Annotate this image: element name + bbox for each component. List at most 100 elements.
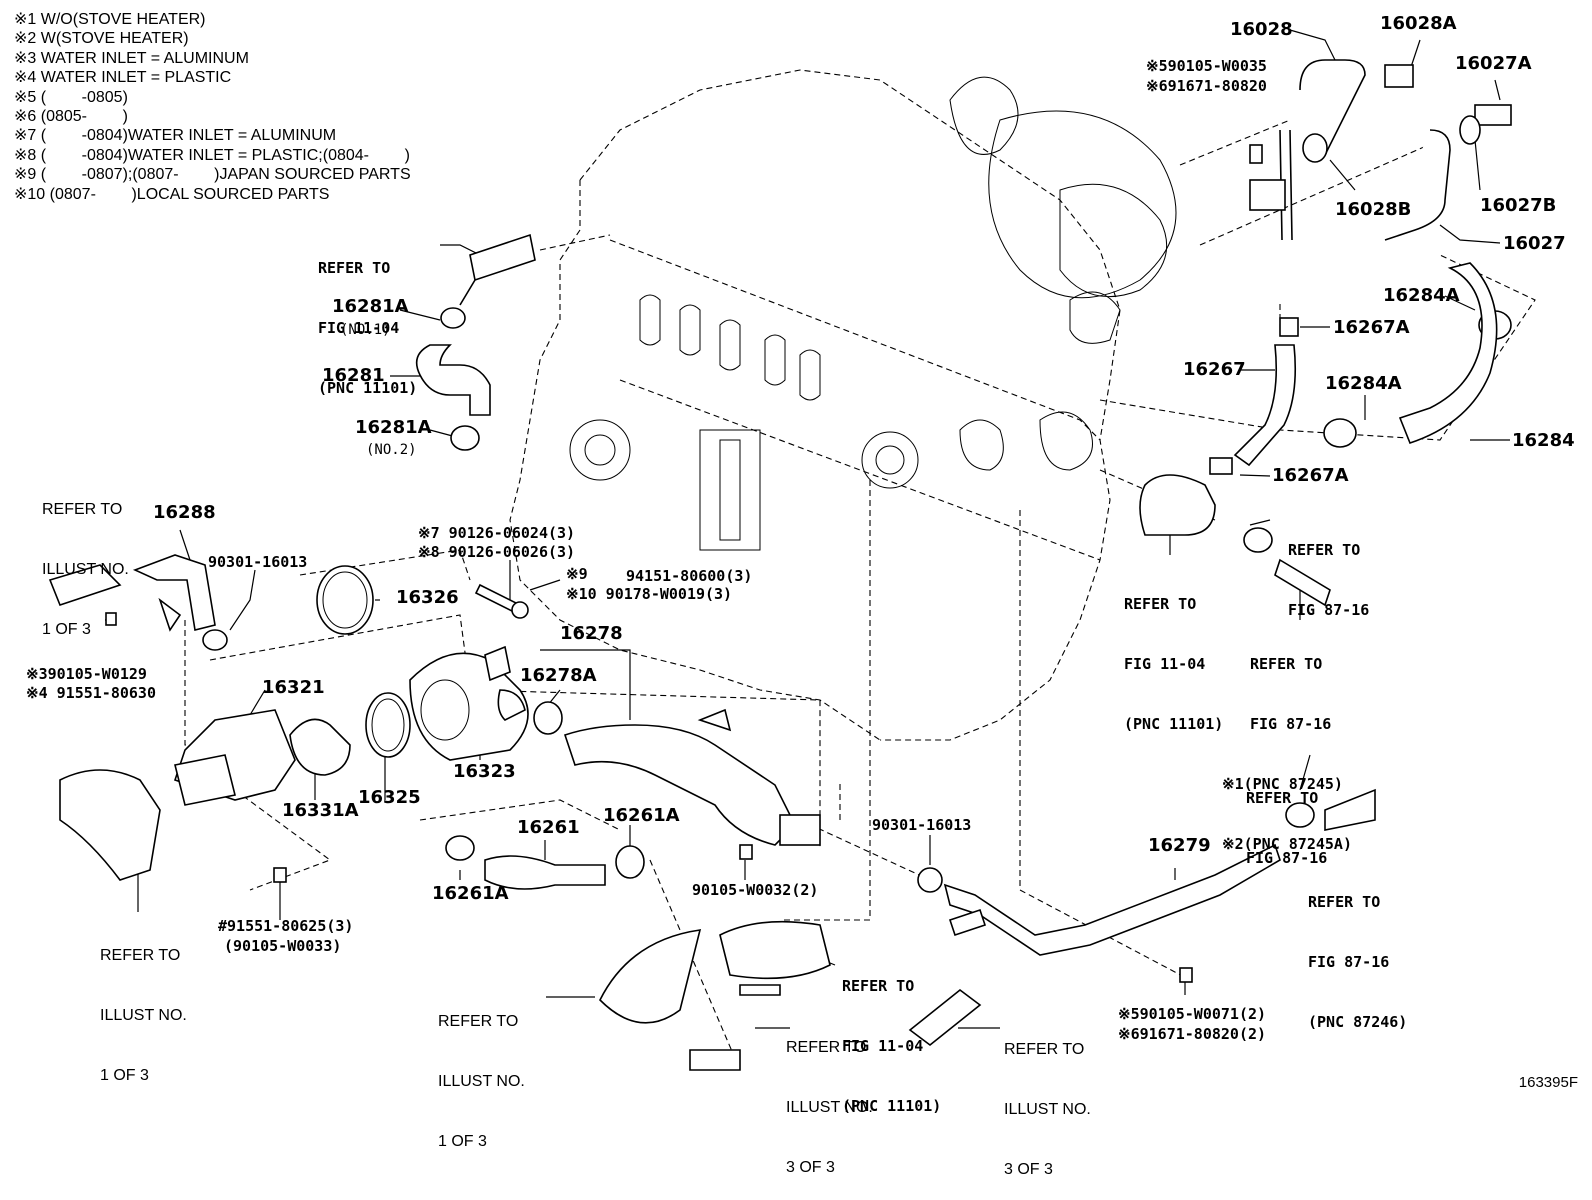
parts: [48, 59, 1512, 1071]
part-label-16288[interactable]: 16288: [153, 502, 216, 523]
part-label-16281a-no2[interactable]: 16281A: [355, 417, 432, 438]
code-90105-w0033[interactable]: (90105-W0033): [224, 937, 342, 955]
code-90301-16013-bottom[interactable]: 90301-16013: [872, 816, 972, 834]
refer-line: FIG 87-16: [1308, 953, 1390, 971]
refer-line: REFER TO: [842, 977, 915, 995]
refer-fig-11-04-top[interactable]: REFER TO FIG 11-04 (PNC 11101): [318, 218, 417, 418]
footnote-legend: ※1 W/O(STOVE HEATER) ※2 W(STOVE HEATER) …: [14, 10, 411, 204]
code-90105-w0035[interactable]: ※590105-W0035: [1146, 57, 1267, 75]
figure-id: 163395F: [1518, 1074, 1578, 1091]
dashed-leaders: [184, 119, 1536, 1071]
note-2: ※2 W(STOVE HEATER): [14, 30, 189, 48]
refer-line: FIG 87-16: [1288, 601, 1370, 619]
refer-line: ILLUST NO.: [438, 1073, 525, 1090]
pipe-16028: [1299, 59, 1366, 156]
note-7: ※7 ( -0804)WATER INLET = ALUMINUM: [14, 127, 337, 145]
part-label-16267a-top[interactable]: 16267A: [1333, 317, 1410, 338]
refer-fig-11-04-right[interactable]: REFER TO FIG 11-04 (PNC 11101): [1124, 554, 1223, 754]
refer-line: 1 OF 3: [438, 1133, 487, 1150]
code-91551-80625[interactable]: #91551-80625(3): [218, 917, 354, 935]
union-16028a: [1384, 64, 1414, 88]
refer-fig-87-16-b[interactable]: REFER TO FIG 87-16 ※1(PNC 87245) ※2(PNC …: [1222, 614, 1352, 874]
note-6: ※6 (0805- ): [14, 108, 128, 126]
code-91671-80820[interactable]: ※691671-80820: [1146, 77, 1267, 95]
note-8: ※8 ( -0804)WATER INLET = PLASTIC;(0804- …: [14, 146, 410, 164]
part-label-16281a-no1[interactable]: 16281A: [332, 296, 409, 317]
refer-line: REFER TO: [42, 501, 123, 518]
refer-line: REFER TO: [438, 1013, 519, 1030]
code-91551-80630[interactable]: ※4 91551-80630: [26, 684, 156, 702]
part-label-16261[interactable]: 16261: [517, 817, 580, 838]
refer-line: FIG 11-04: [318, 319, 400, 337]
code-90178-w0019[interactable]: ※10 90178-W0019(3): [566, 585, 733, 603]
refer-line: FIG 11-04: [842, 1037, 924, 1055]
part-label-16281a-no2-sub: (NO.2): [366, 442, 417, 458]
code-90105-w0129[interactable]: ※390105-W0129: [26, 665, 147, 683]
refer-line: REFER TO: [1124, 595, 1197, 613]
pipe-16027: [1384, 129, 1451, 241]
part-label-16261a-right[interactable]: 16261A: [603, 805, 680, 826]
refer-line: FIG 11-04: [1124, 655, 1206, 673]
refer-line: 3 OF 3: [1004, 1161, 1053, 1178]
engine-cooling-parts-diagram: [48, 29, 1536, 1071]
refer-line: ILLUST NO.: [100, 1007, 187, 1024]
refer-line: ILLUST NO.: [1004, 1101, 1091, 1118]
refer-line: FIG 87-16: [1250, 715, 1332, 733]
refer-illust-bottom-center[interactable]: REFER TO ILLUST NO. 1 OF 3: [438, 972, 525, 1172]
note-4: ※4 WATER INLET = PLASTIC: [14, 69, 232, 87]
refer-fig-87-16-a[interactable]: REFER TO FIG 87-16: [1288, 500, 1369, 640]
refer-line: ※1(PNC 87245): [1222, 775, 1343, 793]
refer-line: REFER TO: [1288, 541, 1361, 559]
part-label-16281[interactable]: 16281: [322, 365, 385, 386]
part-label-16321[interactable]: 16321: [262, 677, 325, 698]
code-90126-06026[interactable]: ※8 90126-06026(3): [418, 543, 576, 561]
refer-fig-87-16-c[interactable]: REFER TO FIG 87-16: [1246, 748, 1327, 888]
refer-line: REFER TO: [1250, 655, 1323, 673]
upper-housing-outline: [949, 76, 1177, 344]
part-label-16284a-top[interactable]: 16284A: [1383, 285, 1460, 306]
refer-fig-87-16-d[interactable]: REFER TO FIG 87-16 (PNC 87246): [1308, 852, 1407, 1052]
part-label-16267a-bottom[interactable]: 16267A: [1272, 465, 1349, 486]
part-label-16027a[interactable]: 16027A: [1455, 53, 1532, 74]
engine-block-outline: [509, 69, 1121, 741]
code-90301-16013-left[interactable]: 90301-16013: [208, 553, 308, 571]
refer-line: (PNC 87246): [1308, 1013, 1408, 1031]
refer-line: 1 OF 3: [100, 1067, 149, 1084]
code-note-9: ※9: [566, 565, 588, 583]
refer-line: ILLUST NO.: [42, 561, 129, 578]
part-label-16284[interactable]: 16284: [1512, 430, 1575, 451]
part-label-16279[interactable]: 16279: [1148, 835, 1211, 856]
part-label-16278a[interactable]: 16278A: [520, 665, 597, 686]
refer-fig-11-04-bottom[interactable]: REFER TO FIG 11-04 (PNC 11101): [842, 936, 941, 1136]
refer-line: FIG 87-16: [1246, 849, 1328, 867]
code-90126-06024[interactable]: ※7 90126-06024(3): [418, 524, 576, 542]
part-label-16028[interactable]: 16028: [1230, 19, 1293, 40]
part-label-16331a[interactable]: 16331A: [282, 800, 359, 821]
part-label-16325[interactable]: 16325: [358, 787, 421, 808]
refer-line: (PNC 11101): [842, 1097, 942, 1115]
part-label-16261a-left[interactable]: 16261A: [432, 883, 509, 904]
refer-illust-bottom-left[interactable]: REFER TO ILLUST NO. 1 OF 3: [100, 906, 187, 1106]
part-label-16028b[interactable]: 16028B: [1335, 199, 1412, 220]
code-91671-80820-2[interactable]: ※691671-80820(2): [1118, 1025, 1267, 1043]
refer-line: REFER TO: [100, 947, 181, 964]
part-label-16284a-mid[interactable]: 16284A: [1325, 373, 1402, 394]
note-1: ※1 W/O(STOVE HEATER): [14, 11, 206, 28]
part-label-16027[interactable]: 16027: [1503, 233, 1566, 254]
part-label-16278[interactable]: 16278: [560, 623, 623, 644]
refer-line: REFER TO: [1246, 789, 1319, 807]
code-94151-80600[interactable]: 94151-80600(3): [626, 567, 753, 585]
part-label-16326[interactable]: 16326: [396, 587, 459, 608]
refer-illust-left[interactable]: REFER TO ILLUST NO. 1 OF 3: [42, 460, 129, 660]
part-label-16323[interactable]: 16323: [453, 761, 516, 782]
refer-illust-3-of-3-right[interactable]: REFER TO ILLUST NO. 3 OF 3: [1004, 1000, 1091, 1200]
code-90105-w0071[interactable]: ※590105-W0071(2): [1118, 1005, 1267, 1023]
code-90105-w0032[interactable]: 90105-W0032(2): [692, 881, 819, 899]
part-label-16028a[interactable]: 16028A: [1380, 13, 1457, 34]
note-9: ※9 ( -0807);(0807- )JAPAN SOURCED PARTS: [14, 166, 411, 184]
part-label-16027b[interactable]: 16027B: [1480, 195, 1557, 216]
note-3: ※3 WATER INLET = ALUMINUM: [14, 49, 249, 67]
part-label-16281a-no1-sub: (NO.1): [340, 322, 391, 338]
refer-line: REFER TO: [318, 259, 391, 277]
part-label-16267[interactable]: 16267: [1183, 359, 1246, 380]
